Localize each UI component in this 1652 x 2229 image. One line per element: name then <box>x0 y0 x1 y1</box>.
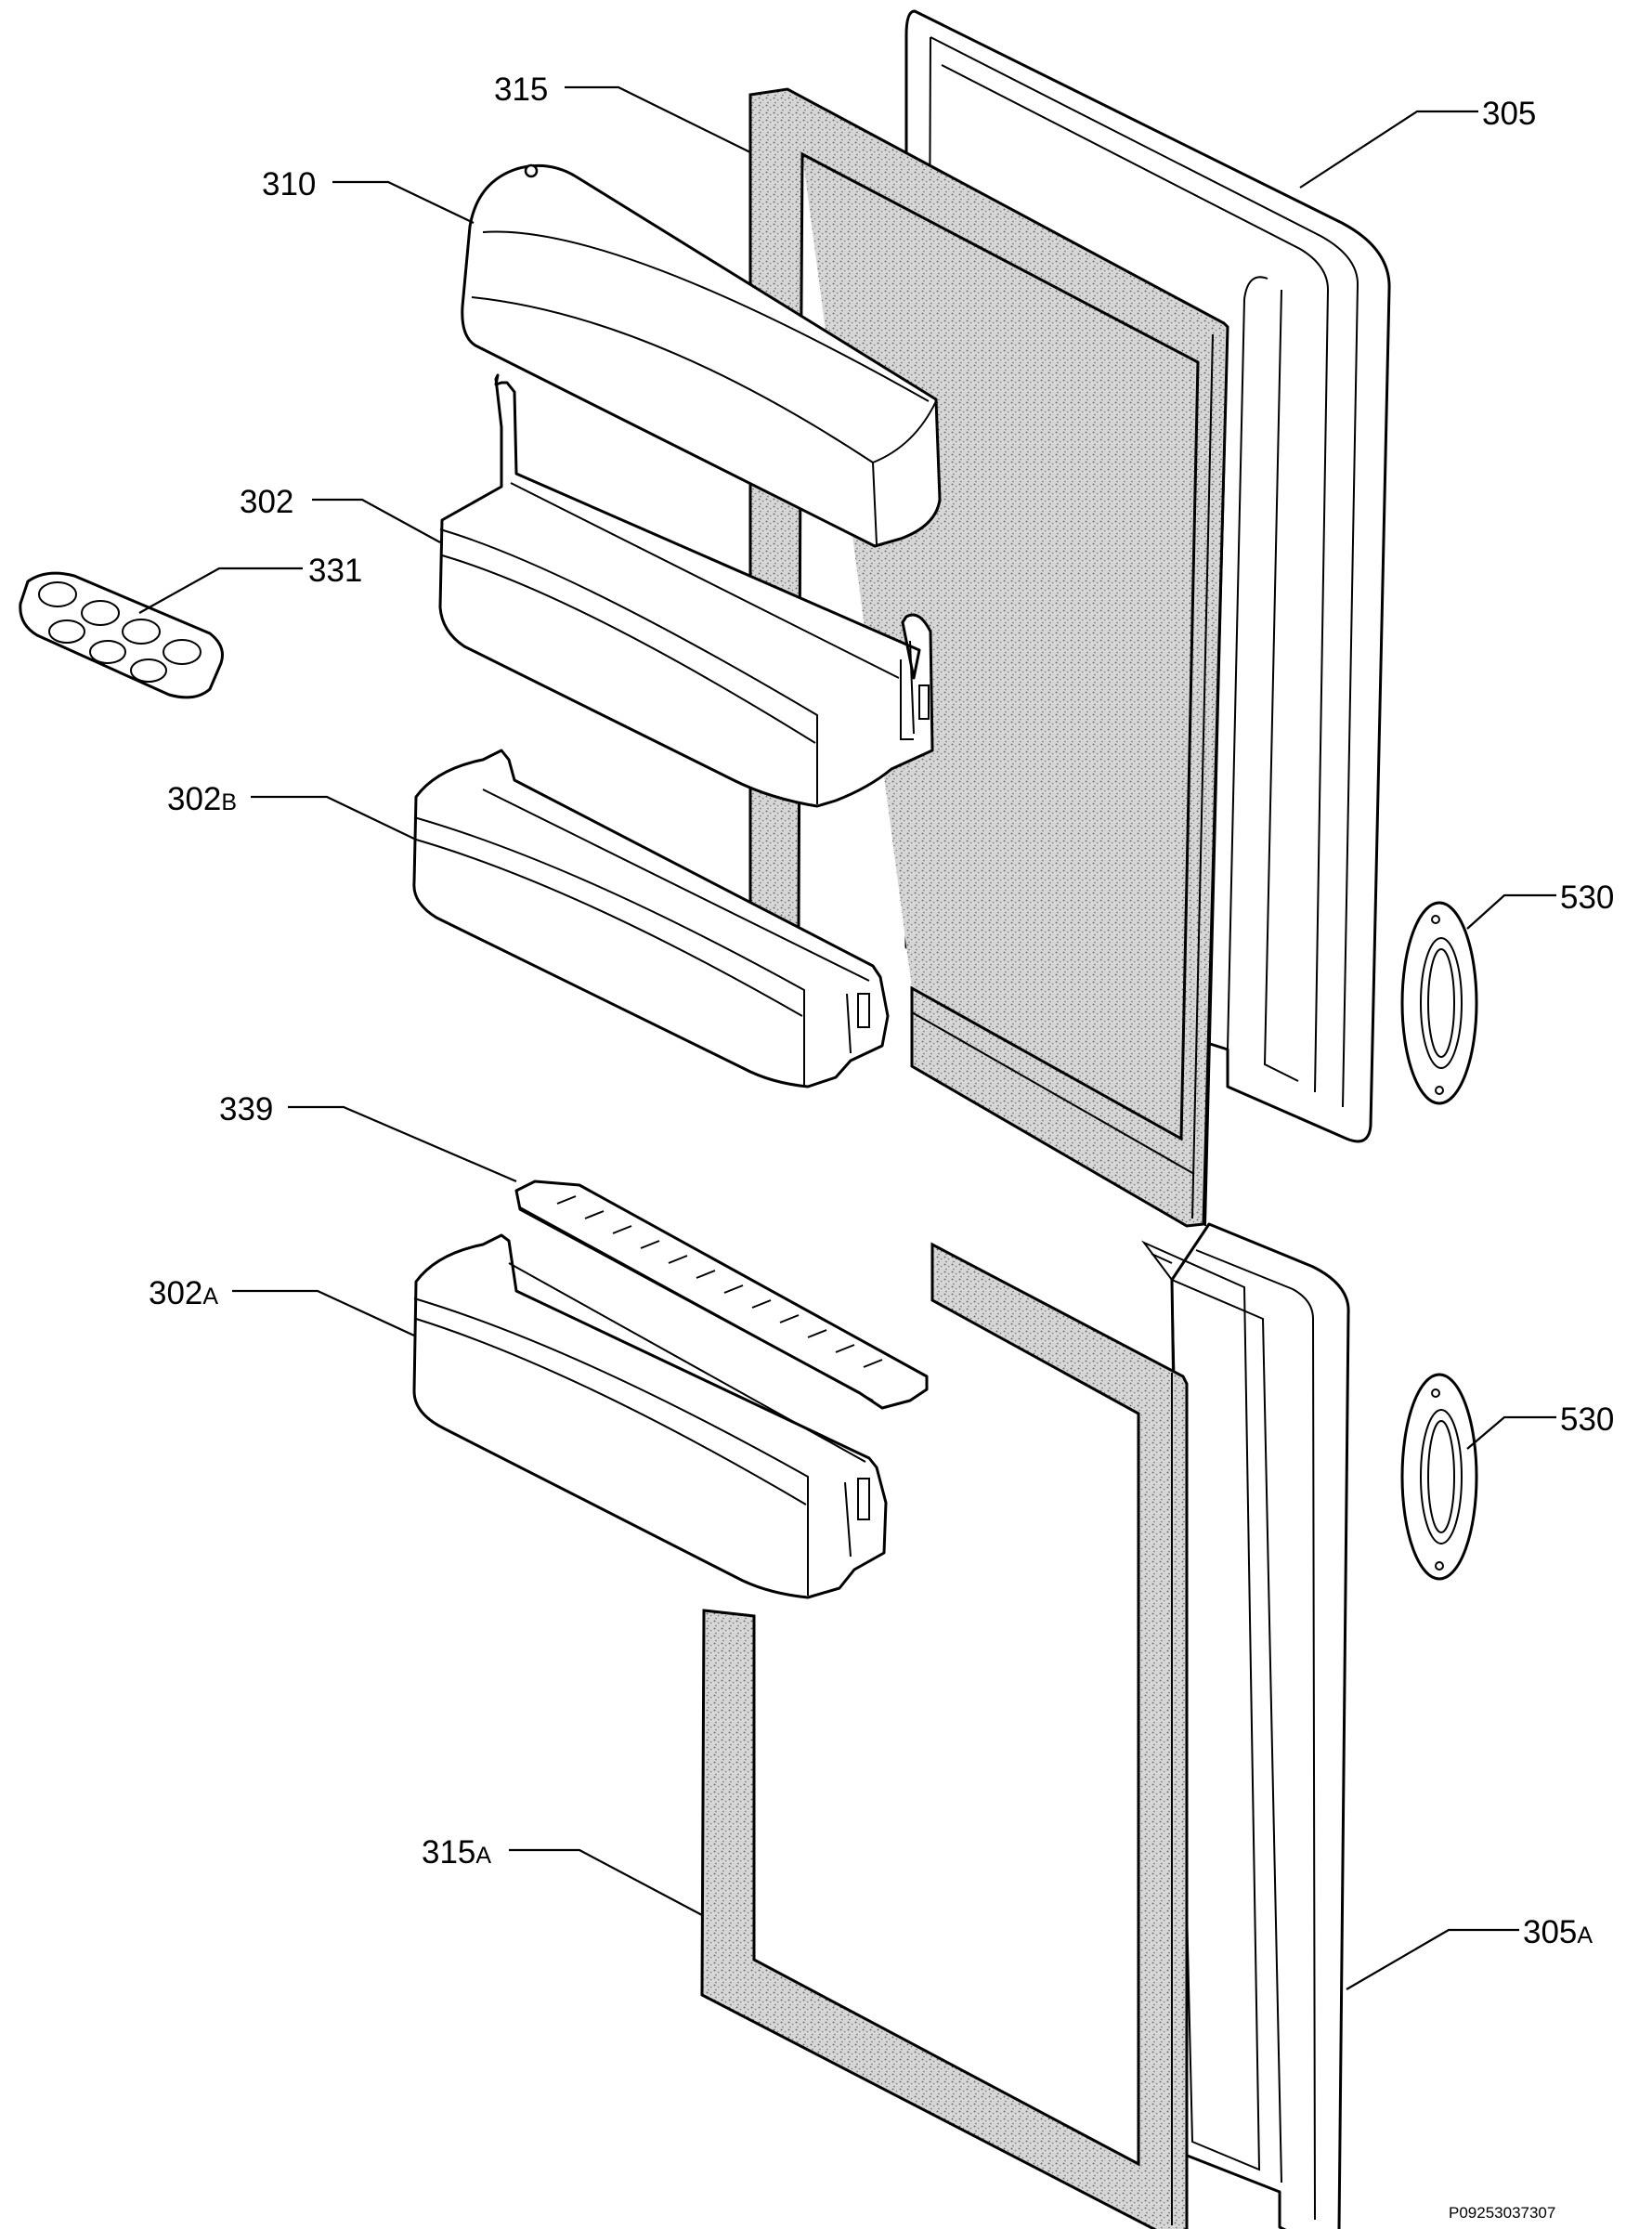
leader-315a <box>509 1848 703 1916</box>
bottle-rack-339 <box>514 1180 929 1410</box>
label-310: 310 <box>262 166 316 202</box>
door-handle-530-lower <box>1400 1373 1478 1581</box>
bottle-shelf-302a <box>412 1233 888 1599</box>
leader-lines <box>138 85 1556 1990</box>
label-315a-suffix: A <box>475 1843 491 1869</box>
egg-tray-331 <box>19 571 224 699</box>
label-305a-suffix: A <box>1577 1923 1593 1949</box>
lower-door-gasket-315a <box>700 1242 1189 2229</box>
leader-305 <box>1299 110 1478 189</box>
leader-331 <box>138 567 303 614</box>
label-305: 305 <box>1482 96 1536 132</box>
dairy-compartment-cover-310 <box>461 163 942 548</box>
label-302a: 302A <box>149 1275 218 1311</box>
label-302a-suffix: A <box>202 1284 218 1310</box>
door-handle-530-upper <box>1400 901 1478 1105</box>
leader-302 <box>312 498 441 543</box>
lower-door-panel-305a <box>1140 1222 1350 2229</box>
label-331: 331 <box>308 553 362 589</box>
leader-530-lower <box>1466 1415 1556 1450</box>
leader-310 <box>332 180 475 224</box>
document-id: P09253037307 <box>1449 2204 1555 2222</box>
label-315: 315 <box>494 72 548 108</box>
leader-339 <box>288 1105 517 1183</box>
label-530-upper: 530 <box>1560 880 1614 916</box>
label-302: 302 <box>240 484 293 520</box>
label-315a-number: 315 <box>422 1834 475 1871</box>
leader-305a <box>1346 1928 1519 1990</box>
label-302b-suffix: B <box>221 789 237 815</box>
leader-530-upper <box>1466 893 1556 930</box>
label-339: 339 <box>219 1091 273 1128</box>
leader-315 <box>565 85 751 153</box>
label-302b: 302B <box>167 781 237 817</box>
leader-302a <box>232 1289 415 1336</box>
label-305a-number: 305 <box>1523 1914 1577 1950</box>
door-shelf-302b <box>412 749 890 1088</box>
leader-302b <box>251 795 417 841</box>
door-shelf-302 <box>438 373 934 808</box>
label-302b-number: 302 <box>167 781 221 817</box>
part-labels: 315 305 310 302 331 302B 530 339 302A 53… <box>149 72 1614 1950</box>
label-315a: 315A <box>422 1834 491 1871</box>
label-530-lower: 530 <box>1560 1401 1614 1438</box>
label-302a-number: 302 <box>149 1275 202 1311</box>
label-305a: 305A <box>1523 1914 1593 1950</box>
